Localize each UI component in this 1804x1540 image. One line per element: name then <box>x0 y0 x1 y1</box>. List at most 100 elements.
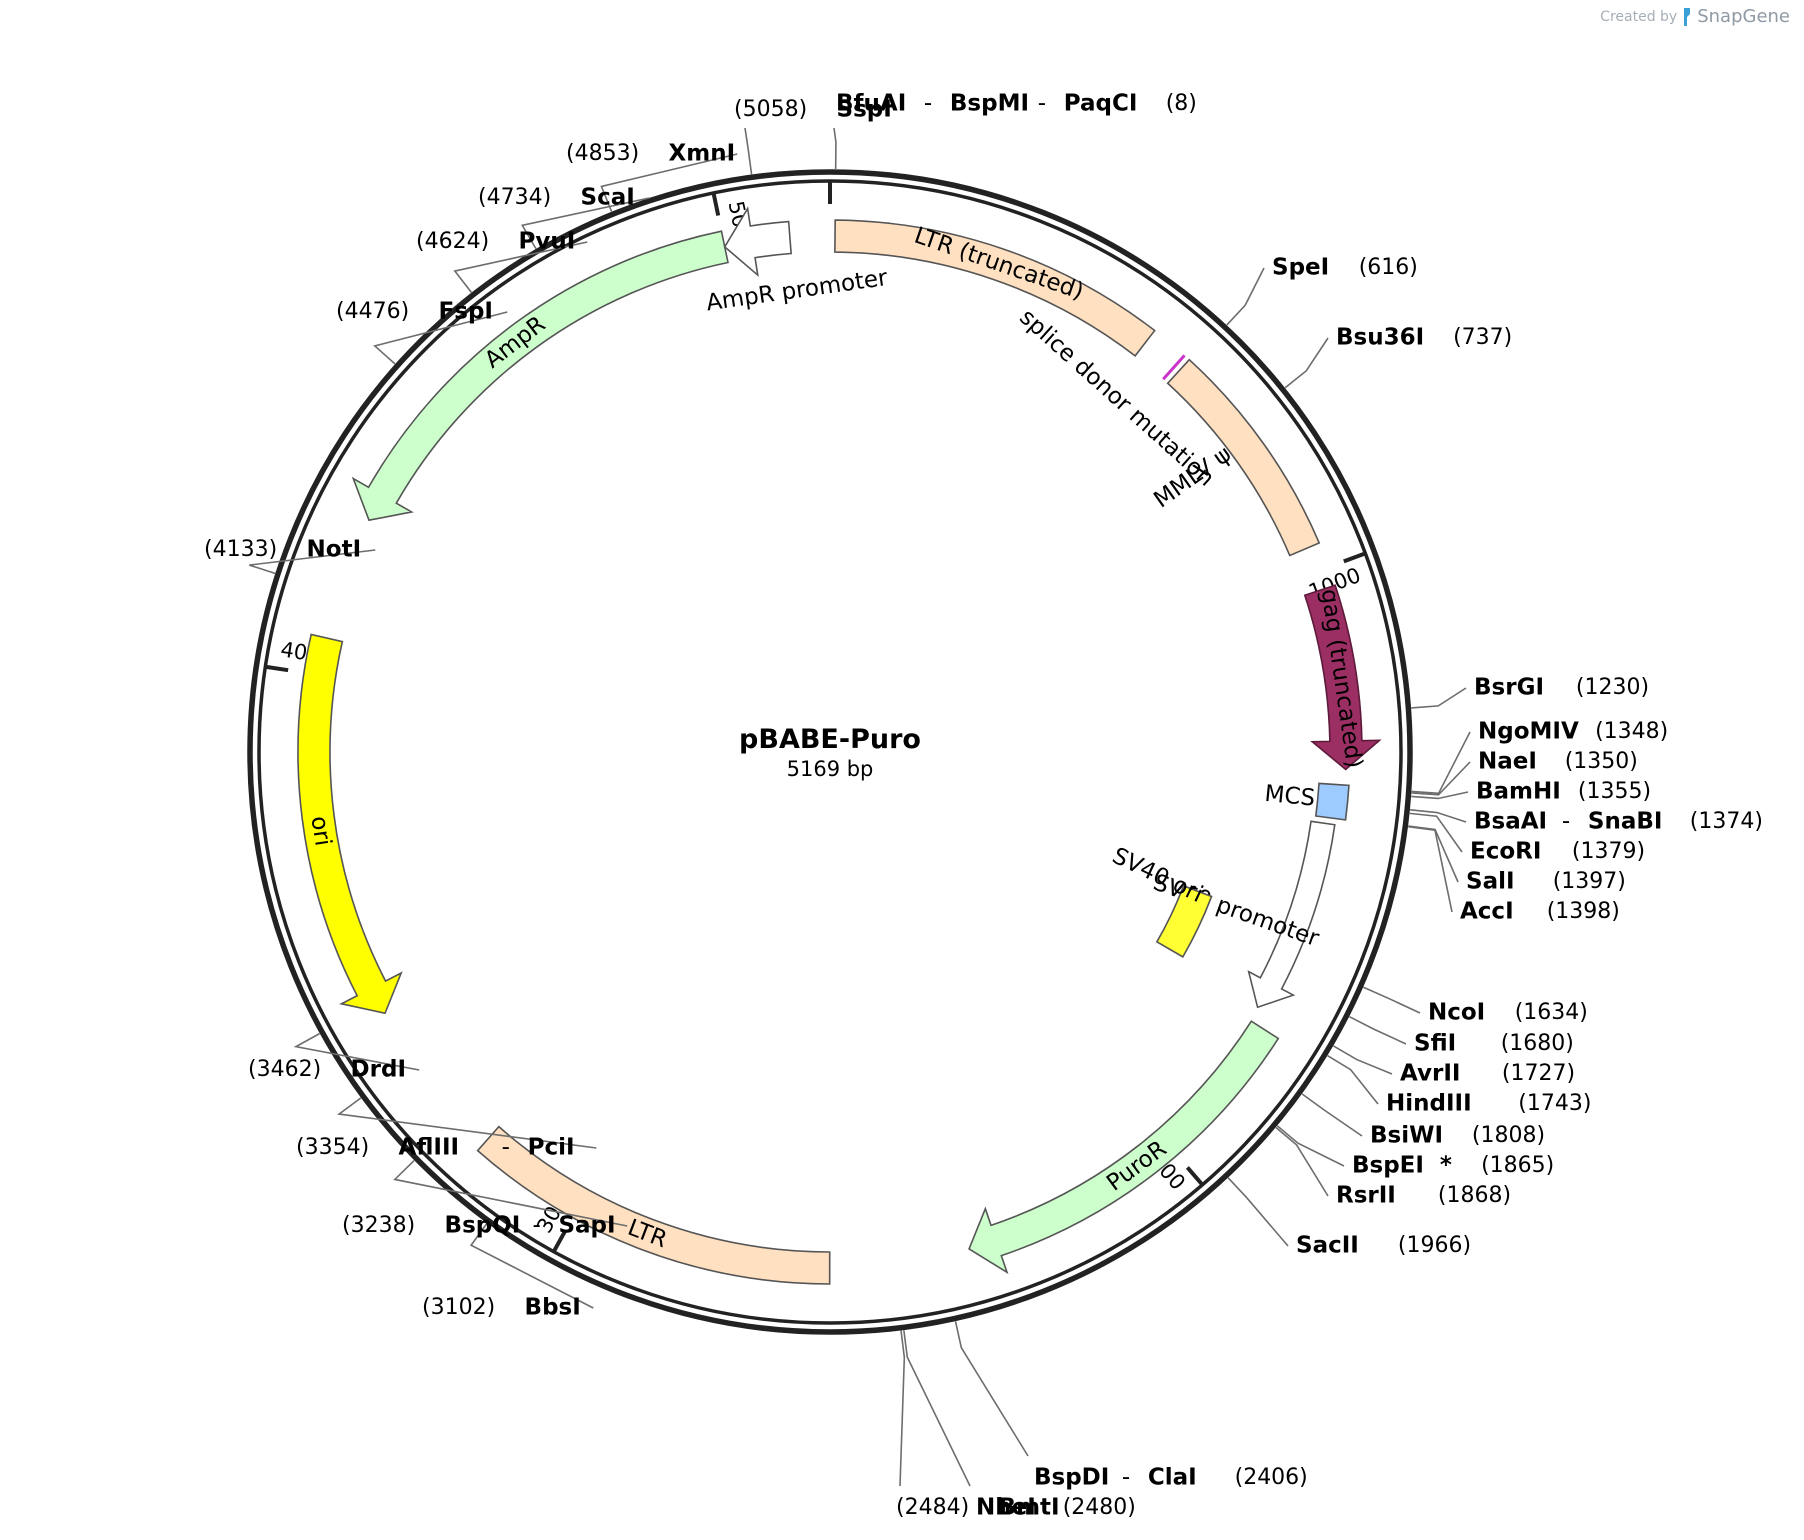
site-acci[interactable]: AccI(1398) <box>1460 899 1620 925</box>
site-enzyme-name: HindIII <box>1386 1091 1472 1117</box>
leader-sacii <box>1227 1177 1289 1247</box>
feature-ampr-promoter[interactable] <box>723 206 793 278</box>
site-xmni[interactable]: (4853)XmnI <box>566 141 735 167</box>
site-position: (2484) <box>896 1495 969 1520</box>
leader-spei <box>1226 267 1265 326</box>
site-position: (3238) <box>342 1213 415 1238</box>
site-afliii-pcii[interactable]: (3354)AflIII-PciI <box>296 1135 575 1161</box>
credit-prefix: Created by <box>1600 8 1678 25</box>
site-sacii[interactable]: SacII(1966) <box>1296 1233 1471 1259</box>
site-avrii[interactable]: AvrII(1727) <box>1400 1061 1575 1087</box>
site-noti[interactable]: (4133) NotI <box>204 537 361 563</box>
site-position: (4734) <box>478 185 551 210</box>
site-enzyme-name: ScaI <box>581 185 635 211</box>
feature-ori[interactable] <box>297 633 403 1015</box>
site-separator: - <box>532 1213 540 1239</box>
feature-ampr[interactable] <box>351 230 729 522</box>
site-position: (4853) <box>566 141 639 166</box>
site-position: (1230) <box>1576 675 1649 700</box>
site-position: (2406) <box>1235 1465 1308 1490</box>
site-bmti[interactable]: (2484) BmtI <box>896 1495 1060 1521</box>
plasmid-name: pBABE-Puro <box>739 724 921 755</box>
site-scai[interactable]: (4734) ScaI <box>478 185 635 211</box>
leader-hindiii <box>1327 1055 1379 1105</box>
site-ngomiv[interactable]: NgoMIV(1348) <box>1478 719 1668 745</box>
leader-naei <box>1411 761 1471 796</box>
site-position: (1808) <box>1472 1123 1545 1148</box>
site-enzyme-name: BsiWI <box>1370 1123 1443 1149</box>
site-enzyme-name: NotI <box>307 537 362 563</box>
feature-ltr[interactable] <box>476 1125 831 1285</box>
site-enzyme-name: BsaAI <box>1474 809 1547 835</box>
site-labels: BfuAI-BspMI-PaqCI(8) SpeI (616) Bsu36I(737)… <box>204 91 1763 1521</box>
site-sspi[interactable]: (5058)SspI <box>734 97 892 123</box>
feature-mmlv[interactable] <box>1166 358 1321 557</box>
site-bbsi[interactable]: (3102)BbsI <box>422 1295 581 1321</box>
site-bspdi-clai[interactable]: BspDI-ClaI(2406) <box>1034 1465 1308 1491</box>
site-position: (616) <box>1359 255 1418 280</box>
leader-sfii <box>1349 1016 1407 1045</box>
site-spei[interactable]: SpeI (616) <box>1272 255 1418 281</box>
plasmid-length: 5169 bp <box>787 757 874 781</box>
site-position: (3354) <box>296 1135 369 1160</box>
leader-pvui <box>453 241 588 293</box>
leader-scai <box>521 197 650 250</box>
site-bsiwi[interactable]: BsiWI (1808) <box>1370 1123 1545 1149</box>
leader-avrii <box>1333 1045 1393 1075</box>
site-hindiii[interactable]: HindIII (1743) <box>1386 1091 1591 1117</box>
site-position: (4133) <box>204 537 277 562</box>
snapgene-logo-icon <box>1684 7 1691 26</box>
site-bsu36i[interactable]: Bsu36I(737) <box>1336 325 1512 351</box>
site-position: (1634) <box>1515 1000 1588 1025</box>
feature-splice-donor-mutation[interactable] <box>1162 354 1186 381</box>
feature-gag-truncated[interactable] <box>1303 584 1382 771</box>
site-drdi[interactable]: (3462)DrdI <box>248 1057 406 1083</box>
site-bsrgi[interactable]: BsrGI (1230) <box>1474 675 1649 701</box>
site-enzyme-name: PaqCI <box>1064 91 1138 117</box>
site-naei[interactable]: NaeI(1350) <box>1478 749 1638 775</box>
site-bsaai-snabi[interactable]: BsaAI-SnaBI(1374) <box>1474 809 1763 835</box>
site-position: (1743) <box>1518 1091 1591 1116</box>
feature-ltr-truncated[interactable] <box>834 219 1156 358</box>
feature-mcs[interactable] <box>1314 782 1350 821</box>
site-enzyme-name: EcoRI <box>1470 839 1541 865</box>
site-position: (3102) <box>422 1295 495 1320</box>
leader-xmni <box>600 153 738 212</box>
site-bamhi[interactable]: BamHI(1355) <box>1476 779 1651 805</box>
site-fspi[interactable]: (4476)FspI <box>336 299 493 325</box>
feature-puror[interactable] <box>968 1020 1280 1275</box>
site-enzyme-name: SpeI <box>1272 255 1329 281</box>
site-enzyme-name: NcoI <box>1428 1000 1485 1026</box>
feature-sv40-ori[interactable] <box>1155 884 1213 958</box>
site-enzyme-name: NgoMIV <box>1478 719 1579 745</box>
site-enzyme-name: NaeI <box>1478 749 1537 775</box>
site-sali[interactable]: SalI(1397) <box>1466 869 1626 895</box>
site-position: (1398) <box>1547 899 1620 924</box>
feature-label-mcs: MCS <box>1263 781 1316 812</box>
leader-bspqi-sapi <box>393 1159 628 1227</box>
site-enzyme-name: DrdI <box>351 1057 406 1083</box>
feature-sv40-promoter[interactable] <box>1247 820 1336 1009</box>
site-sfii[interactable]: SfiI(1680) <box>1414 1031 1574 1057</box>
site-nhei[interactable]: NheI(2480) <box>976 1495 1136 1521</box>
site-position: (5058) <box>734 97 807 122</box>
site-bspei[interactable]: BspEI*(1865) <box>1352 1153 1554 1179</box>
site-bfuai-bspmi-paqci[interactable]: BfuAI-BspMI-PaqCI(8) <box>836 91 1197 117</box>
site-position: (1727) <box>1502 1061 1575 1086</box>
site-enzyme-name: NheI <box>976 1495 1036 1521</box>
site-enzyme-name: BmtI <box>999 1495 1060 1521</box>
site-position: (1379) <box>1572 839 1645 864</box>
leader-bspei <box>1276 1125 1345 1167</box>
site-enzyme-name: RsrII <box>1336 1183 1396 1209</box>
tick-1000 <box>1343 551 1367 564</box>
site-pvui[interactable]: (4624)PvuI <box>416 229 575 255</box>
site-separator: - <box>1562 809 1570 835</box>
leader-sspi <box>744 127 753 175</box>
tick-4000 <box>265 664 289 673</box>
site-ncoi[interactable]: NcoI (1634) <box>1428 1000 1588 1026</box>
site-rsrii[interactable]: RsrII(1868) <box>1336 1183 1511 1209</box>
site-enzyme-name: BsrGI <box>1474 675 1544 701</box>
site-enzyme-name: * <box>1440 1153 1452 1179</box>
site-bspqi-sapi[interactable]: (3238)BspQI-SapI <box>342 1213 616 1239</box>
site-ecori[interactable]: EcoRI (1379) <box>1470 839 1645 865</box>
